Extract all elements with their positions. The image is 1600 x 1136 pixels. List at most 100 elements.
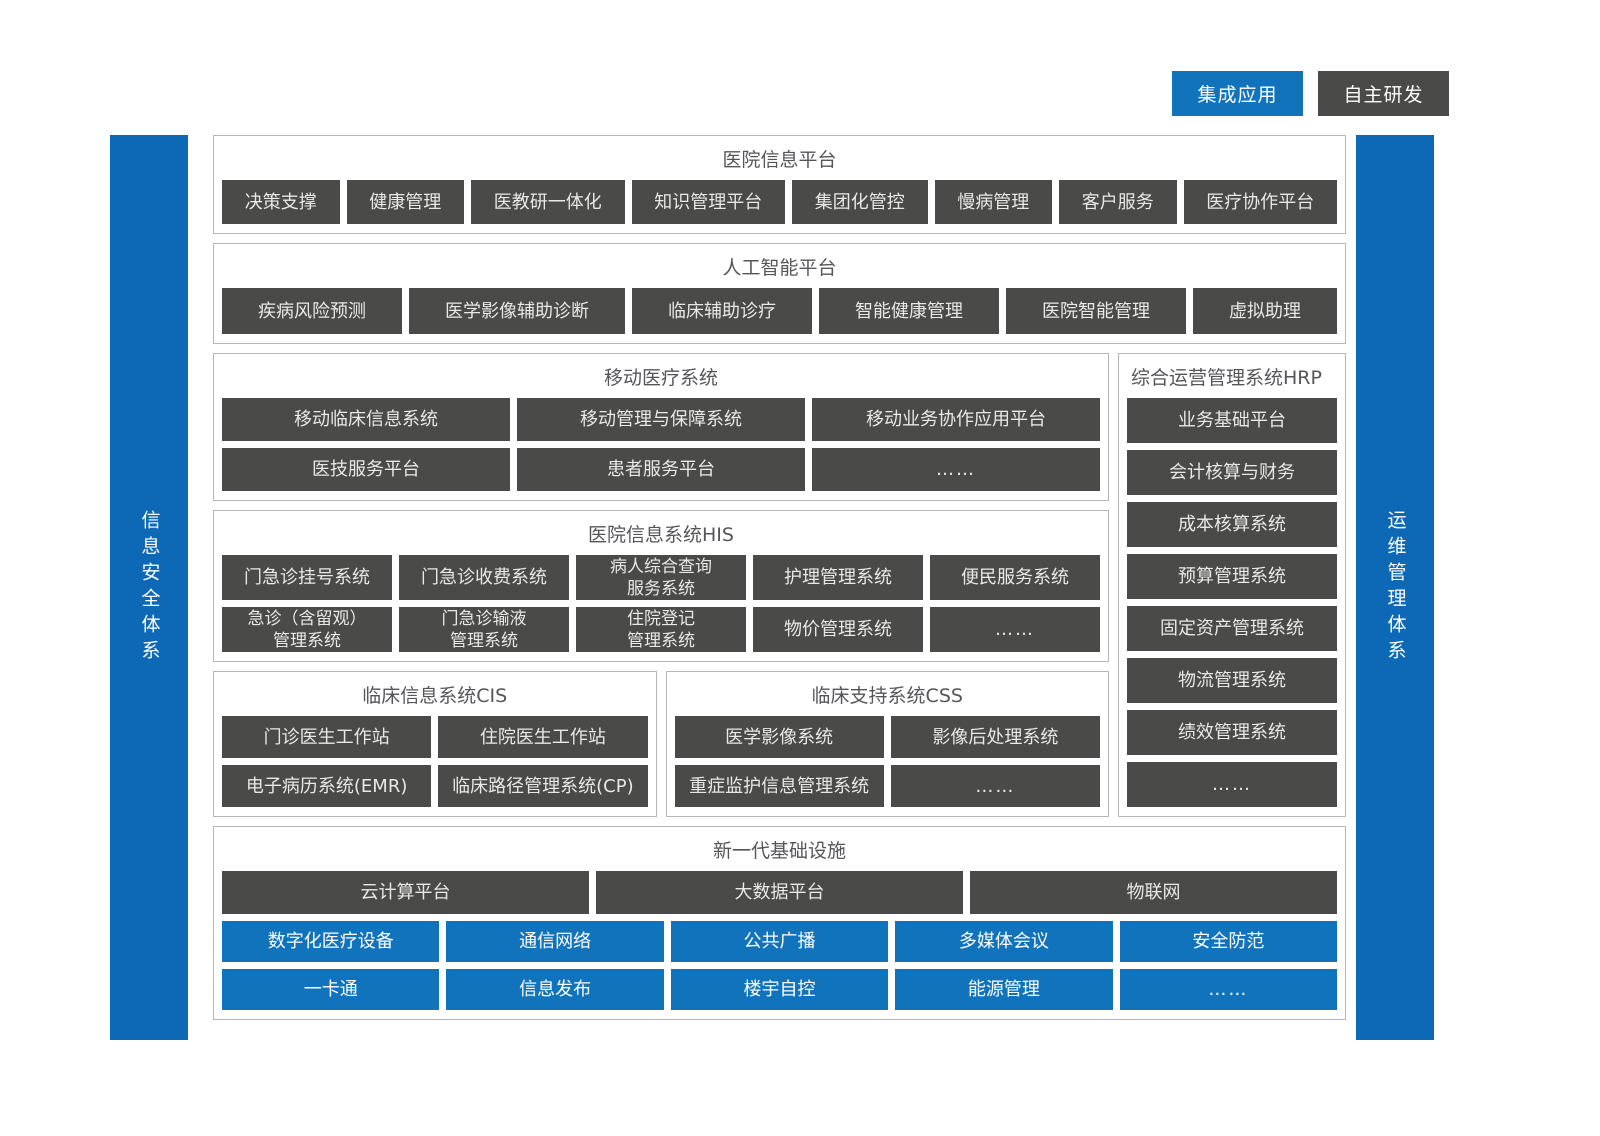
- module-box[interactable]: 楼宇自控: [670, 969, 889, 1010]
- module-box[interactable]: 医院智能管理: [1006, 288, 1186, 334]
- module-box[interactable]: 影像后处理系统: [890, 716, 1100, 758]
- module-box[interactable]: 住院登记管理系统: [576, 607, 746, 652]
- module-box[interactable]: 物价管理系统: [753, 607, 923, 652]
- panel-ai-platform: 人工智能平台 疾病风险预测 医学影像辅助诊断 临床辅助诊疗 智能健康管理 医院智…: [213, 243, 1346, 344]
- ai-row: 疾病风险预测 医学影像辅助诊断 临床辅助诊疗 智能健康管理 医院智能管理 虚拟助…: [222, 288, 1337, 334]
- rail-information-security: 信息安全体系: [110, 135, 188, 1040]
- legend-label-self-developed: 自主研发: [1343, 84, 1424, 106]
- hrp-list: 业务基础平台 会计核算与财务 成本核算系统 预算管理系统 固定资产管理系统 物流…: [1127, 398, 1337, 807]
- module-box[interactable]: 临床路径管理系统(CP): [438, 765, 648, 807]
- panel-title-his: 医院信息系统HIS: [588, 524, 734, 546]
- cis-css-region: 临床信息系统CIS 门诊医生工作站 住院医生工作站 电子病历系统(EMR) 临床…: [213, 671, 1109, 817]
- module-box[interactable]: 业务基础平台: [1127, 398, 1337, 443]
- module-box-more[interactable]: ……: [812, 448, 1100, 491]
- module-box[interactable]: 安全防范: [1119, 921, 1338, 962]
- module-box[interactable]: 医教研一体化: [471, 180, 625, 224]
- module-box[interactable]: 信息发布: [446, 969, 664, 1010]
- module-box[interactable]: 临床辅助诊疗: [632, 288, 812, 334]
- rail-left-label: 信息安全体系: [138, 509, 161, 666]
- module-box[interactable]: 集团化管控: [792, 180, 928, 224]
- cis-row-2: 电子病历系统(EMR) 临床路径管理系统(CP): [222, 765, 648, 807]
- module-box[interactable]: 住院医生工作站: [438, 716, 648, 758]
- module-box[interactable]: 一卡通: [222, 969, 440, 1010]
- middle-region: 移动医疗系统 移动临床信息系统 移动管理与保障系统 移动业务协作应用平台 医技服…: [213, 353, 1346, 817]
- module-box[interactable]: 虚拟助理: [1193, 288, 1337, 334]
- module-box[interactable]: 门急诊挂号系统: [222, 555, 392, 600]
- panel-his: 医院信息系统HIS 门急诊挂号系统 门急诊收费系统 病人综合查询服务系统 护理管…: [213, 510, 1109, 662]
- panel-infrastructure: 新一代基础设施 云计算平台 大数据平台 物联网 数字化医疗设备 通信网络 公共广…: [213, 826, 1346, 1020]
- module-box[interactable]: 医技服务平台: [222, 448, 510, 491]
- panel-title-ai-platform: 人工智能平台: [722, 257, 837, 279]
- module-box[interactable]: 门急诊收费系统: [399, 555, 569, 600]
- module-box-more[interactable]: ……: [930, 607, 1100, 652]
- rail-right-label: 运维管理体系: [1384, 509, 1407, 666]
- panel-title-cis: 临床信息系统CIS: [362, 685, 508, 707]
- middle-left-column: 移动医疗系统 移动临床信息系统 移动管理与保障系统 移动业务协作应用平台 医技服…: [213, 353, 1109, 817]
- module-box[interactable]: 知识管理平台: [631, 180, 785, 224]
- module-box[interactable]: 成本核算系统: [1127, 502, 1337, 547]
- module-box[interactable]: 医学影像系统: [674, 716, 884, 758]
- legend: 集成应用 自主研发: [1172, 71, 1449, 116]
- module-box[interactable]: 门急诊输液管理系统: [399, 607, 569, 652]
- css-row-1: 医学影像系统 影像后处理系统: [674, 716, 1100, 758]
- panel-hospital-info-platform: 医院信息平台 决策支撑 健康管理 医教研一体化 知识管理平台 集团化管控 慢病管…: [213, 135, 1346, 234]
- module-box[interactable]: 数字化医疗设备: [222, 921, 440, 962]
- module-box[interactable]: 决策支撑: [222, 180, 340, 224]
- module-box[interactable]: 医疗协作平台: [1183, 180, 1337, 224]
- module-box[interactable]: 患者服务平台: [517, 448, 805, 491]
- module-box[interactable]: 智能健康管理: [819, 288, 999, 334]
- module-box[interactable]: 多媒体会议: [895, 921, 1113, 962]
- module-box[interactable]: 移动临床信息系统: [222, 398, 510, 441]
- panel-css: 临床支持系统CSS 医学影像系统 影像后处理系统 重症监护信息管理系统 ……: [665, 671, 1109, 817]
- legend-item-integrated[interactable]: 集成应用: [1172, 71, 1303, 116]
- module-box[interactable]: 移动管理与保障系统: [517, 398, 805, 441]
- module-box[interactable]: 疾病风险预测: [222, 288, 402, 334]
- module-box[interactable]: 客户服务: [1059, 180, 1177, 224]
- infra-blue-row-1: 数字化医疗设备 通信网络 公共广播 多媒体会议 安全防范: [222, 921, 1338, 962]
- module-box[interactable]: 电子病历系统(EMR): [222, 765, 432, 807]
- module-box[interactable]: 绩效管理系统: [1127, 710, 1337, 755]
- mobile-row-1: 移动临床信息系统 移动管理与保障系统 移动业务协作应用平台: [222, 398, 1100, 441]
- module-box[interactable]: 通信网络: [446, 921, 664, 962]
- module-box[interactable]: 会计核算与财务: [1127, 450, 1337, 495]
- module-box[interactable]: 医学影像辅助诊断: [409, 288, 625, 334]
- panel-cis: 临床信息系统CIS 门诊医生工作站 住院医生工作站 电子病历系统(EMR) 临床…: [213, 671, 657, 817]
- module-box[interactable]: 大数据平台: [596, 871, 963, 914]
- module-box[interactable]: 重症监护信息管理系统: [674, 765, 884, 807]
- module-box[interactable]: 护理管理系统: [753, 555, 923, 600]
- panel-title-mobile-medical: 移动医疗系统: [603, 367, 718, 389]
- module-box[interactable]: 健康管理: [346, 180, 464, 224]
- panel-title-hrp: 综合运营管理系统HRP: [1131, 367, 1322, 389]
- architecture-stage: 医院信息平台 决策支撑 健康管理 医教研一体化 知识管理平台 集团化管控 慢病管…: [213, 135, 1346, 1040]
- legend-item-self-developed[interactable]: 自主研发: [1318, 71, 1449, 116]
- module-box[interactable]: 慢病管理: [934, 180, 1052, 224]
- module-box[interactable]: 物联网: [970, 871, 1337, 914]
- module-box[interactable]: 能源管理: [895, 969, 1113, 1010]
- module-box-more[interactable]: ……: [1127, 762, 1337, 807]
- module-box[interactable]: 病人综合查询服务系统: [576, 555, 746, 600]
- module-box[interactable]: 便民服务系统: [930, 555, 1100, 600]
- module-box[interactable]: 物流管理系统: [1127, 658, 1337, 703]
- middle-right-column: 综合运营管理系统HRP 业务基础平台 会计核算与财务 成本核算系统 预算管理系统…: [1118, 353, 1346, 817]
- infra-blue-row-2: 一卡通 信息发布 楼宇自控 能源管理 ……: [222, 969, 1338, 1010]
- infra-dark-row: 云计算平台 大数据平台 物联网: [222, 871, 1337, 914]
- module-box[interactable]: 急诊（含留观）管理系统: [222, 607, 392, 652]
- panel-title-css: 临床支持系统CSS: [811, 685, 963, 707]
- css-row-2: 重症监护信息管理系统 ……: [674, 765, 1100, 807]
- module-box[interactable]: 预算管理系统: [1127, 554, 1337, 599]
- module-box-more[interactable]: ……: [890, 765, 1100, 807]
- panel-title-infrastructure: 新一代基础设施: [712, 840, 846, 862]
- module-box[interactable]: 公共广播: [670, 921, 889, 962]
- module-box[interactable]: 固定资产管理系统: [1127, 606, 1337, 651]
- module-box-more[interactable]: ……: [1119, 969, 1338, 1010]
- module-box[interactable]: 门诊医生工作站: [222, 716, 432, 758]
- module-box[interactable]: 移动业务协作应用平台: [812, 398, 1100, 441]
- his-row-2: 急诊（含留观）管理系统 门急诊输液管理系统 住院登记管理系统 物价管理系统 ……: [222, 607, 1100, 652]
- panel-hrp: 综合运营管理系统HRP 业务基础平台 会计核算与财务 成本核算系统 预算管理系统…: [1118, 353, 1346, 817]
- mobile-row-2: 医技服务平台 患者服务平台 ……: [222, 448, 1100, 491]
- panel-mobile-medical: 移动医疗系统 移动临床信息系统 移动管理与保障系统 移动业务协作应用平台 医技服…: [213, 353, 1109, 501]
- his-row-1: 门急诊挂号系统 门急诊收费系统 病人综合查询服务系统 护理管理系统 便民服务系统: [222, 555, 1100, 600]
- module-box[interactable]: 云计算平台: [222, 871, 589, 914]
- legend-label-integrated: 集成应用: [1197, 84, 1278, 106]
- panel-title-hospital-info-platform: 医院信息平台: [722, 149, 837, 171]
